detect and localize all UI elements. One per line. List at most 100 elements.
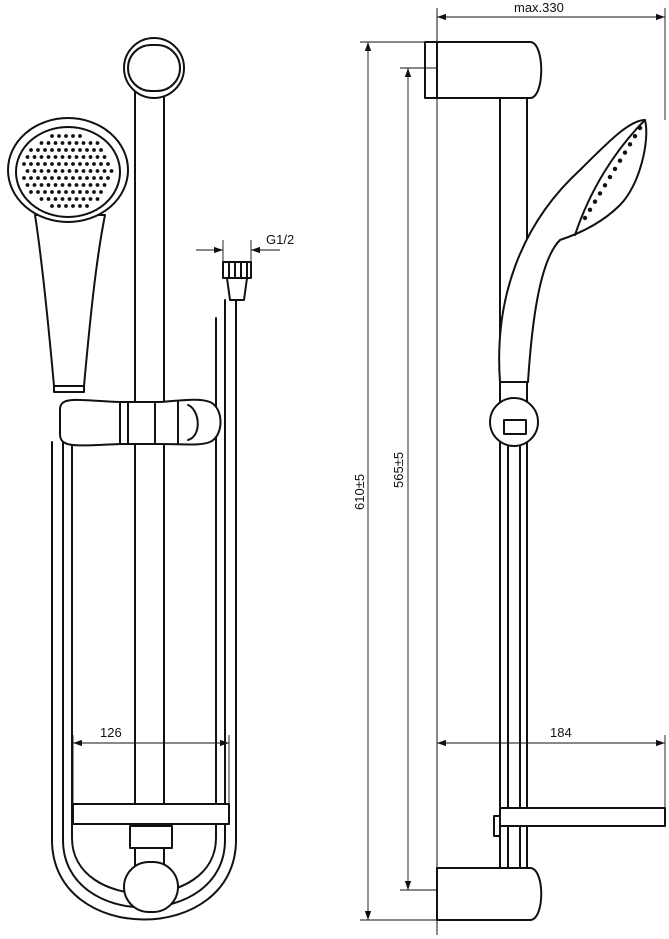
spray-nozzle bbox=[64, 190, 68, 194]
spray-nozzle bbox=[25, 169, 30, 173]
spray-nozzle bbox=[85, 162, 89, 166]
spray-nozzle bbox=[39, 141, 44, 145]
spray-nozzle bbox=[88, 169, 93, 173]
spray-nozzle bbox=[92, 176, 96, 180]
spray-nozzle bbox=[29, 190, 33, 194]
spray-nozzle bbox=[57, 134, 61, 138]
label-soap-dish-depth: 184 bbox=[550, 725, 572, 740]
side-spray-nozzle bbox=[587, 207, 593, 213]
spray-nozzles bbox=[22, 134, 114, 208]
spray-nozzle bbox=[81, 197, 86, 201]
spray-nozzle bbox=[78, 204, 82, 208]
spray-nozzle bbox=[99, 162, 103, 166]
spray-nozzle bbox=[43, 148, 47, 152]
side-hose bbox=[507, 429, 521, 906]
spray-nozzle bbox=[81, 169, 86, 173]
spray-nozzle bbox=[81, 155, 86, 159]
side-spray-nozzle bbox=[597, 191, 603, 196]
spray-nozzle bbox=[99, 190, 103, 194]
spray-nozzle bbox=[36, 148, 40, 152]
spray-nozzle bbox=[95, 183, 100, 187]
spray-nozzle bbox=[64, 204, 68, 208]
rail bbox=[134, 79, 165, 881]
spray-nozzle bbox=[71, 148, 75, 152]
side-spray-nozzle bbox=[622, 150, 628, 155]
spray-nozzle bbox=[99, 176, 103, 180]
spray-nozzle bbox=[85, 190, 89, 194]
spray-nozzle bbox=[85, 148, 89, 152]
spray-nozzle bbox=[67, 169, 72, 173]
spray-nozzle bbox=[71, 176, 75, 180]
side-spray-nozzle bbox=[617, 158, 623, 163]
spray-nozzle bbox=[57, 176, 61, 180]
spray-nozzle bbox=[60, 197, 65, 201]
spray-nozzle bbox=[71, 190, 75, 194]
spray-nozzle bbox=[57, 204, 61, 208]
side-hand-shower bbox=[498, 119, 648, 383]
side-spray-nozzle bbox=[607, 174, 613, 180]
side-soap-dish bbox=[499, 807, 666, 827]
spray-nozzle bbox=[53, 197, 58, 201]
spray-nozzle bbox=[43, 176, 47, 180]
spray-nozzle bbox=[74, 169, 79, 173]
spray-nozzle bbox=[102, 169, 107, 173]
spray-nozzle bbox=[29, 148, 33, 152]
spray-nozzle bbox=[57, 190, 61, 194]
spray-nozzle bbox=[29, 176, 33, 180]
spray-nozzle bbox=[95, 141, 100, 145]
label-max-projection: max.330 bbox=[514, 0, 564, 15]
spray-nozzle bbox=[109, 169, 114, 173]
spray-nozzle bbox=[74, 183, 79, 187]
spray-nozzle bbox=[32, 155, 37, 159]
spray-nozzle bbox=[67, 141, 72, 145]
spray-nozzle bbox=[102, 183, 107, 187]
spray-nozzle bbox=[67, 197, 72, 201]
front-view bbox=[7, 37, 252, 921]
spray-nozzle bbox=[71, 162, 75, 166]
spray-nozzle bbox=[46, 155, 51, 159]
spray-nozzle bbox=[60, 183, 65, 187]
spray-nozzle bbox=[36, 176, 40, 180]
spray-nozzle bbox=[64, 134, 68, 138]
spray-nozzle bbox=[50, 176, 54, 180]
spray-nozzle bbox=[53, 169, 58, 173]
spray-nozzle bbox=[88, 155, 93, 159]
spray-nozzle bbox=[57, 162, 61, 166]
spray-nozzle bbox=[67, 155, 72, 159]
spray-nozzle bbox=[71, 204, 75, 208]
spray-nozzle bbox=[92, 190, 96, 194]
label-hose-span: 126 bbox=[100, 725, 122, 740]
spray-nozzle bbox=[99, 148, 103, 152]
spray-nozzle bbox=[32, 169, 37, 173]
spray-nozzle bbox=[60, 141, 65, 145]
side-bottom-bracket bbox=[436, 867, 543, 921]
spray-nozzle bbox=[39, 169, 44, 173]
side-spray-nozzle bbox=[602, 183, 608, 188]
spray-nozzle bbox=[39, 197, 44, 201]
side-spray-nozzle bbox=[632, 133, 638, 139]
spray-nozzle bbox=[81, 183, 86, 187]
spray-nozzle bbox=[74, 197, 79, 201]
spray-nozzle bbox=[25, 183, 30, 187]
spray-nozzle bbox=[43, 162, 47, 166]
spray-nozzle bbox=[78, 190, 82, 194]
spray-nozzle bbox=[22, 162, 26, 166]
side-view bbox=[424, 10, 666, 935]
spray-nozzle bbox=[74, 155, 79, 159]
spray-nozzle bbox=[92, 148, 96, 152]
spray-nozzle bbox=[32, 183, 37, 187]
spray-nozzle bbox=[64, 148, 68, 152]
spray-nozzle bbox=[50, 134, 54, 138]
spray-nozzle bbox=[88, 141, 93, 145]
spray-nozzle bbox=[53, 141, 58, 145]
label-thread: G1/2 bbox=[266, 232, 294, 247]
spray-nozzle bbox=[95, 155, 100, 159]
hand-shower-handle bbox=[34, 214, 106, 387]
side-spray-nozzle bbox=[612, 166, 618, 172]
spray-nozzle bbox=[22, 176, 26, 180]
spray-nozzle bbox=[53, 155, 58, 159]
side-spray-nozzle bbox=[592, 199, 598, 204]
spray-nozzle bbox=[106, 162, 110, 166]
spray-nozzle bbox=[95, 197, 100, 201]
